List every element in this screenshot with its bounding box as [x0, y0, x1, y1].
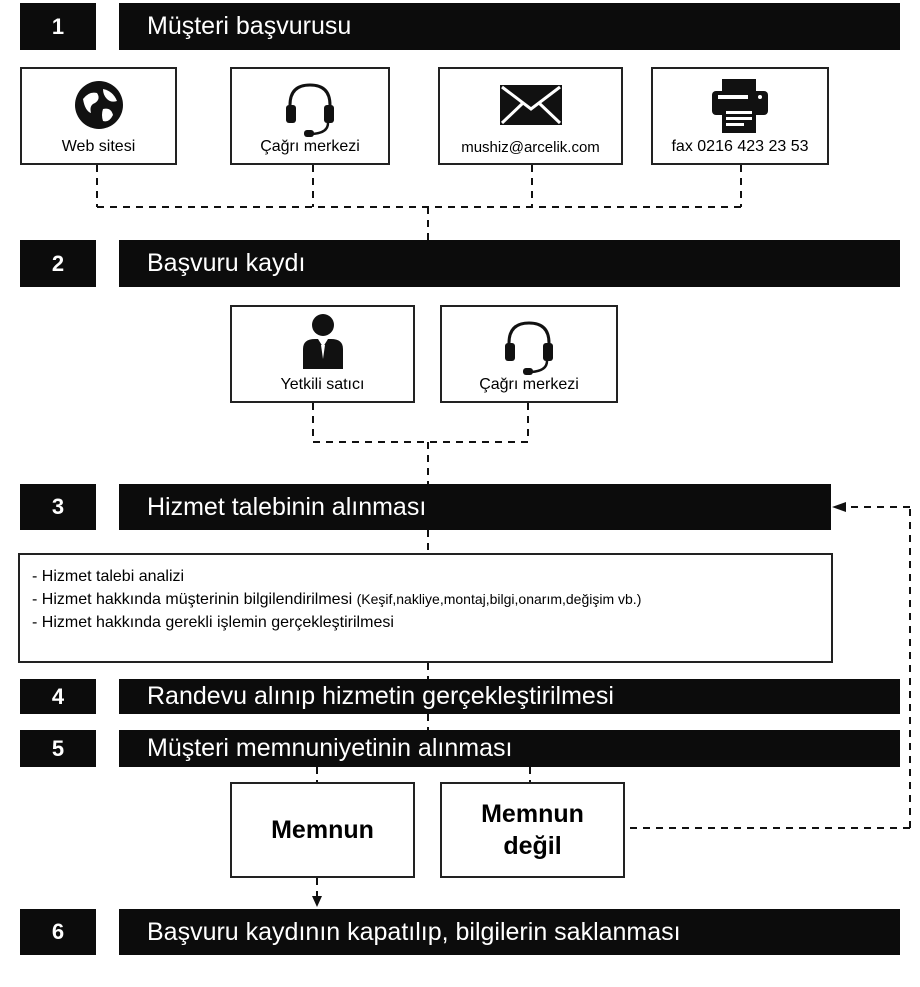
step-number-1: 1 [20, 3, 96, 50]
step-title-2: Başvuru kaydı [119, 240, 900, 287]
service-notes: - Hizmet talebi analizi - Hizmet hakkınd… [18, 553, 833, 663]
fax-icon [653, 77, 827, 135]
channel-call-center-label: Çağrı merkezi [260, 138, 360, 155]
headset-icon [232, 79, 388, 139]
step-title-3: Hizmet talebinin alınması [119, 484, 831, 530]
channel-web-label: Web sitesi [61, 138, 136, 155]
outcome-satisfied-label: Memnun [271, 816, 374, 844]
note-line-2-main: - Hizmet hakkında müşterinin bilgilendir… [32, 591, 353, 608]
step-title-4: Randevu alınıp hizmetin gerçekleştirilme… [119, 679, 900, 714]
note-line-1: - Hizmet talebi analizi [32, 568, 185, 585]
step-number-5: 5 [20, 730, 96, 767]
channel-web: Web sitesi [20, 67, 177, 165]
registration-dealer-label: Yetkili satıcı [280, 376, 365, 393]
globe-icon [22, 79, 175, 131]
step-title-5: Müşteri memnuniyetinin alınması [119, 730, 900, 767]
registration-call-center-label: Çağrı merkezi [479, 376, 579, 393]
step-number-2: 2 [20, 240, 96, 287]
step-number-4: 4 [20, 679, 96, 714]
channel-email-label: mushiz@arcelik.com [461, 139, 600, 156]
envelope-icon [440, 83, 621, 127]
note-line-2: - Hizmet hakkında müşterinin bilgilendir… [32, 588, 831, 611]
note-line-2-detail: (Keşif,nakliye,montaj,bilgi,onarım,değiş… [356, 591, 642, 607]
step-number-6: 6 [20, 909, 96, 955]
outcome-unsatisfied-line1: Memnun [481, 800, 584, 828]
channel-call-center: Çağrı merkezi [230, 67, 390, 165]
step-title-1: Müşteri başvurusu [119, 3, 900, 50]
person-icon [232, 313, 413, 371]
channel-fax: fax 0216 423 23 53 [651, 67, 829, 165]
note-line-3: - Hizmet hakkında gerekli işlemin gerçek… [32, 614, 394, 631]
registration-dealer: Yetkili satıcı [230, 305, 415, 403]
outcome-unsatisfied: Memnun değil [440, 782, 625, 878]
channel-email: mushiz@arcelik.com [438, 67, 623, 165]
channel-fax-label: fax 0216 423 23 53 [671, 138, 809, 155]
step-title-6: Başvuru kaydının kapatılıp, bilgilerin s… [119, 909, 900, 955]
step-number-3: 3 [20, 484, 96, 530]
outcome-unsatisfied-line2: değil [503, 832, 562, 860]
registration-call-center: Çağrı merkezi [440, 305, 618, 403]
outcome-satisfied: Memnun [230, 782, 415, 878]
headset-icon [442, 317, 616, 377]
